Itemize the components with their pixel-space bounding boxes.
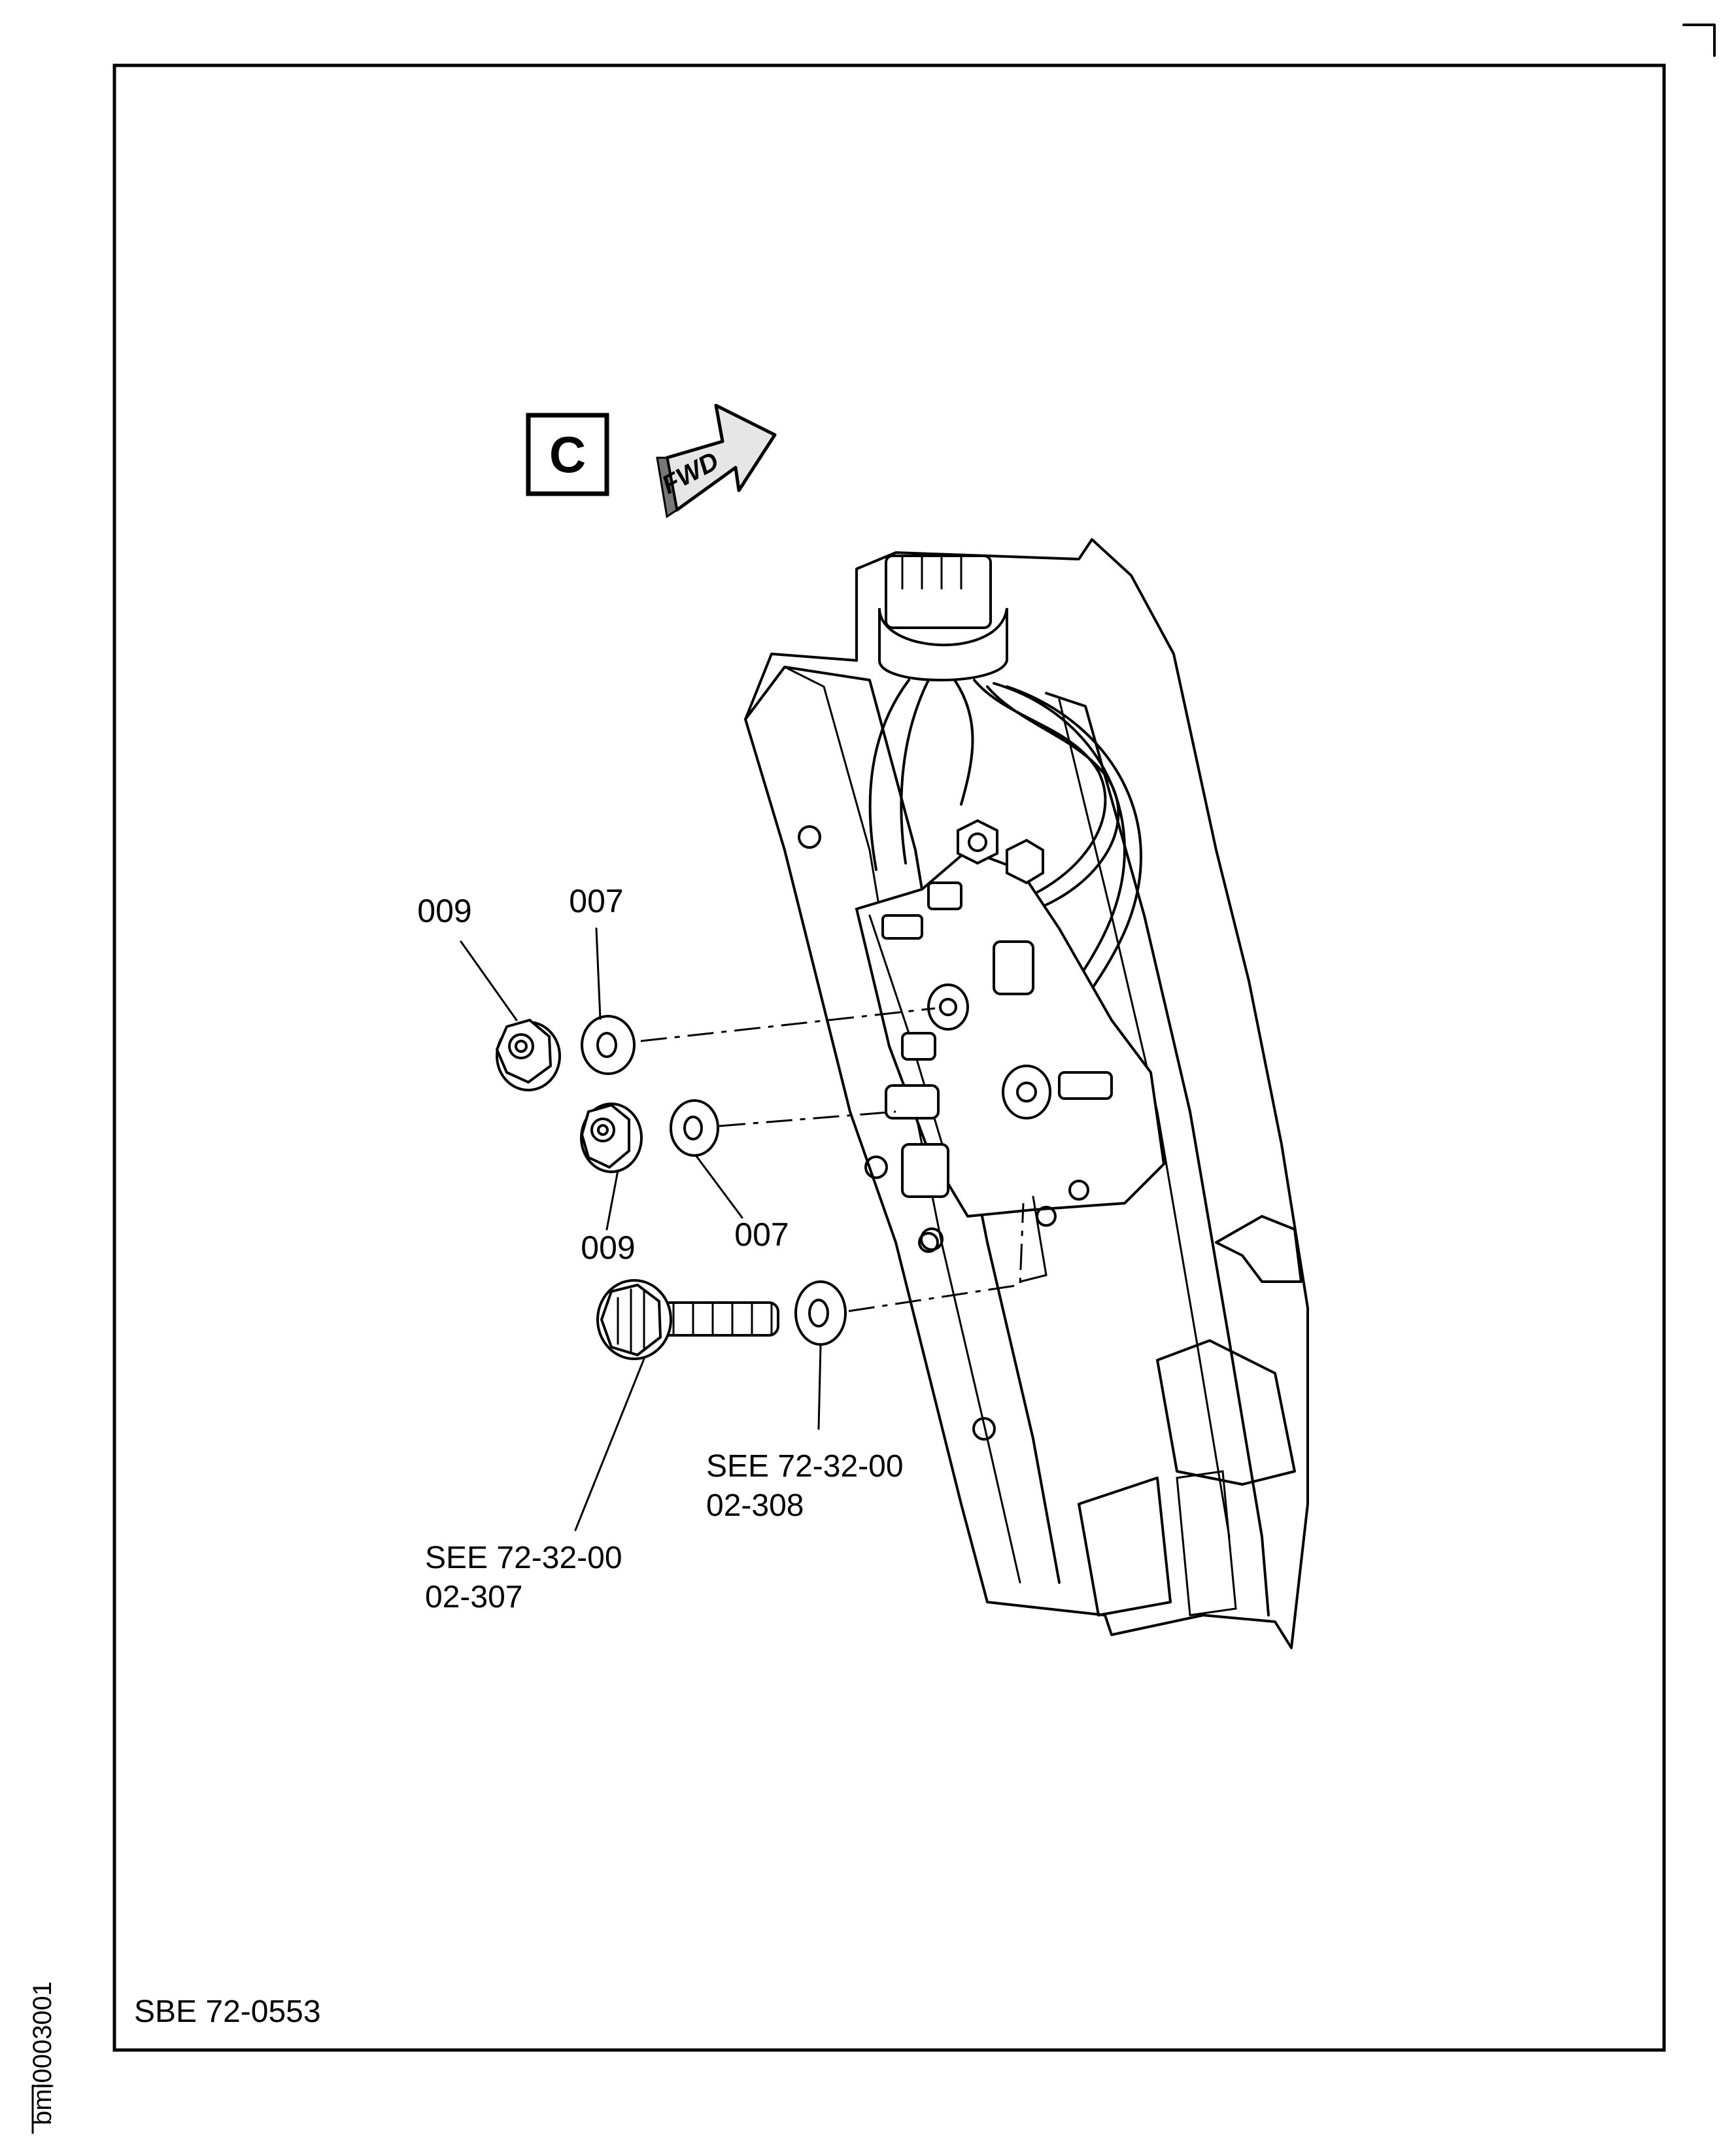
callout-washer-lower: 007	[734, 1216, 789, 1253]
nut-009-lower	[580, 1103, 643, 1173]
drawing-frame	[112, 63, 1666, 2052]
bolt-hardware-group	[596, 1203, 1025, 1360]
callout-nut-upper: 009	[417, 893, 471, 929]
view-label-box: C	[526, 413, 609, 496]
reference-note-washer: SEE 72-32-00 02-308	[706, 1449, 904, 1523]
centerline-middle	[719, 1110, 896, 1127]
view-label: C	[549, 426, 586, 483]
nut-009-upper	[495, 1018, 561, 1091]
leader-lines	[460, 927, 822, 1531]
bolt	[596, 1279, 779, 1360]
reference-washer-line1: SEE 72-32-00	[706, 1449, 904, 1484]
washer-007-lower	[670, 1099, 719, 1157]
bolt-washer	[794, 1280, 847, 1346]
fwd-arrow-icon: FWD	[656, 403, 777, 519]
figure-id: SBE 72-0553	[134, 1994, 321, 2029]
sheet-id-block: bmi0003001	[28, 1981, 57, 2134]
actuator-assembly	[744, 538, 1309, 1649]
callout-washer-upper: 007	[569, 883, 623, 919]
lower-hardware-group	[580, 1099, 896, 1173]
reference-note-bolt: SEE 72-32-00 02-307	[425, 1541, 622, 1615]
reference-washer-line2: 02-308	[706, 1488, 804, 1523]
reference-bolt-line1: SEE 72-32-00	[425, 1541, 622, 1575]
centerline-bolt	[848, 1203, 1025, 1312]
centerline-upper	[640, 1007, 936, 1042]
sheet-id: bmi0003001	[28, 1981, 57, 2125]
reference-bolt-line2: 02-307	[425, 1580, 522, 1615]
callout-nut-lower: 009	[581, 1229, 635, 1266]
upper-hardware-group	[495, 1007, 936, 1091]
washer-007-upper	[581, 1015, 636, 1075]
corner-mark	[1682, 24, 1716, 57]
